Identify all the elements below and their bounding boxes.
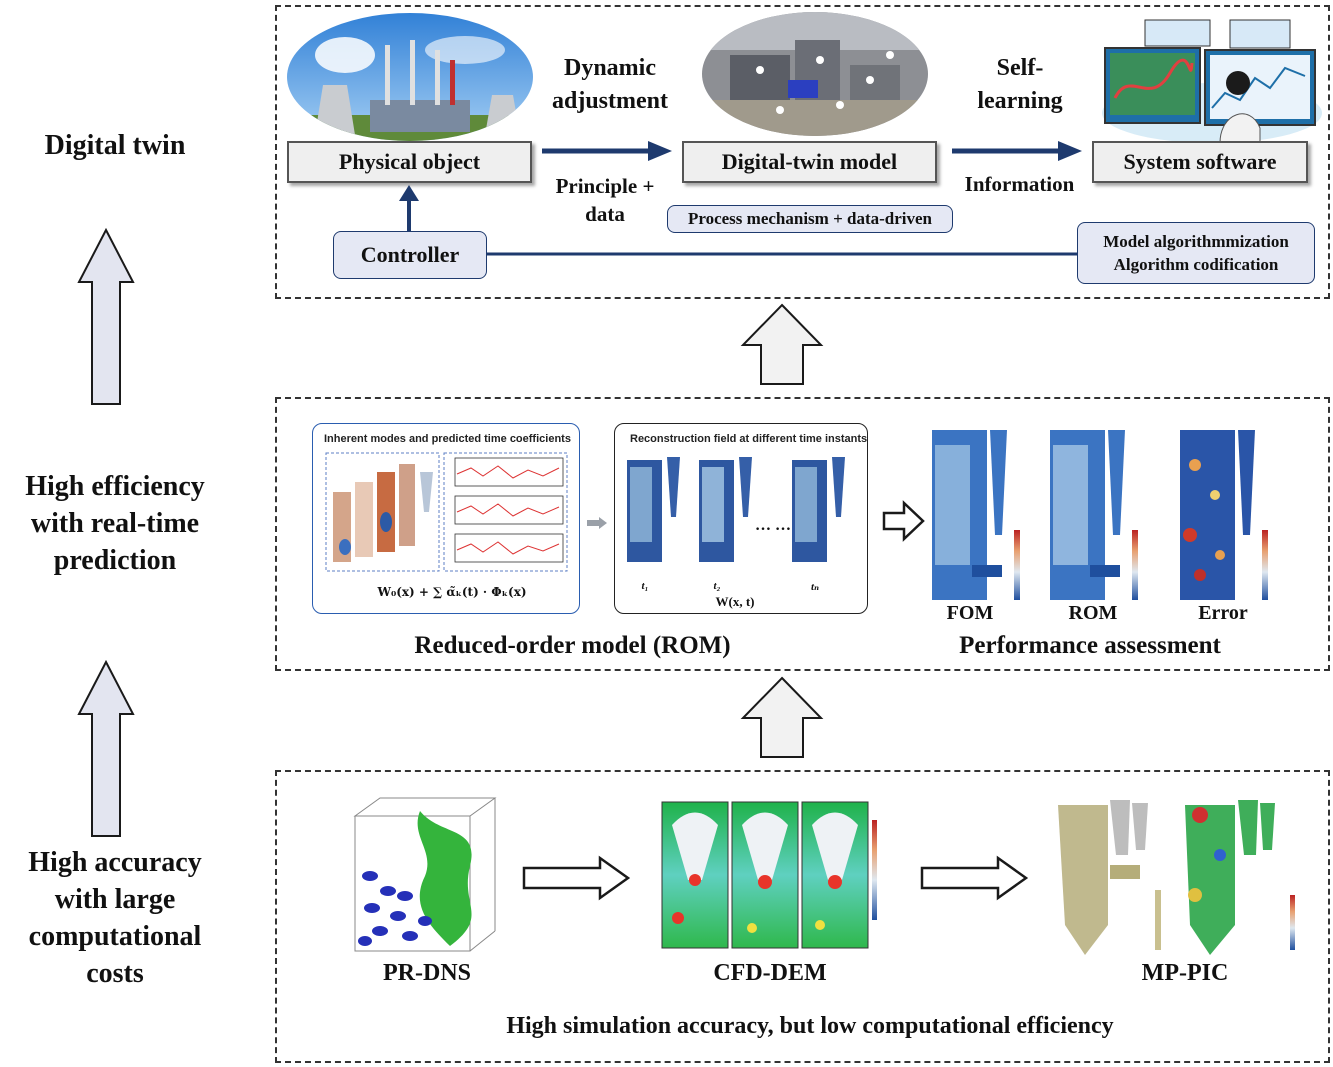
dynamic-adjustment-label: Dynamic adjustment [540, 52, 680, 118]
self-learning-line-1: Self- [996, 55, 1044, 81]
cfddem-label: CFD-DEM [713, 960, 827, 986]
arrow-cfddem-to-mppic [920, 855, 1029, 901]
mppic-label: MP-PIC [1141, 960, 1229, 986]
error-field-image [1180, 430, 1268, 600]
principle-data-line-1: Principle + [555, 174, 655, 198]
high-accuracy-line-1: High accuracy [28, 847, 202, 878]
digital-twin-model-box: Digital-twin model [682, 141, 937, 183]
performance-caption: Performance assessment [959, 632, 1221, 659]
error-label: Error [1198, 602, 1248, 624]
simulation-panel [275, 770, 1330, 1063]
principle-data-line-2: data [585, 202, 625, 226]
fom-label: FOM [946, 602, 994, 624]
ellipsis: … … [755, 517, 791, 534]
physical-object-box: Physical object [287, 141, 532, 183]
cfddem-image [661, 801, 877, 949]
information-text: Information [964, 172, 1075, 196]
digital-twin-panel [275, 5, 1330, 299]
controller-text: Controller [360, 242, 460, 267]
arrow-rom-to-assessment [882, 500, 925, 542]
reconstruction-title: Reconstruction field at different time i… [630, 433, 868, 445]
system-software-image [1102, 19, 1322, 143]
up-arrow-top-left [77, 228, 135, 405]
time-coefficients-plot [443, 452, 568, 572]
prdns-image [353, 797, 497, 952]
up-arrow-bottom-to-middle [740, 676, 824, 758]
controller-box: Controller [333, 231, 487, 279]
up-arrow-middle-to-top [740, 303, 824, 385]
principle-data-label: Principle + data [540, 172, 670, 228]
prdns-label: PR-DNS [383, 960, 471, 986]
time-label-tn: tₙ [810, 581, 820, 593]
information-label: Information [952, 172, 1087, 197]
digital-twin-label: Digital twin [0, 127, 230, 164]
high-efficiency-line-3: prediction [53, 545, 177, 576]
physical-object-text: Physical object [338, 149, 481, 174]
rom-caption: Reduced-order model (ROM) [414, 632, 731, 659]
arrow-physical-to-twin [542, 141, 672, 161]
dynamic-adjustment-line-2: adjustment [551, 88, 668, 114]
process-mechanism-box: Process mechanism + data-driven [667, 205, 953, 233]
model-algorithm-line-1: Model algorithmmization [1103, 232, 1289, 251]
arrow-twin-to-software [952, 141, 1082, 161]
reconstruction-fields-image [627, 457, 845, 562]
simulation-caption: High simulation accuracy, but low comput… [506, 1013, 1114, 1039]
arrow-controller-to-physical [399, 185, 419, 231]
model-algorithm-box: Model algorithmmization Algorithm codifi… [1077, 222, 1315, 284]
rom-field-image [1050, 430, 1138, 600]
up-arrow-bottom-left [77, 660, 135, 837]
time-label-t1: t₁ [641, 580, 649, 592]
self-learning-label: Self- learning [965, 52, 1075, 118]
self-learning-line-2: learning [977, 88, 1063, 114]
dynamic-adjustment-line-1: Dynamic [564, 55, 656, 81]
modes-contour-image [325, 452, 440, 572]
digital-twin-3d-image [702, 12, 928, 136]
high-efficiency-line-1: High efficiency [25, 471, 205, 502]
model-algorithm-line-2: Algorithm codification [1113, 255, 1279, 274]
system-software-text: System software [1123, 149, 1277, 174]
fom-field-image [932, 430, 1020, 600]
rom-panel [275, 397, 1330, 671]
high-efficiency-label: High efficiency with real-time predictio… [0, 468, 230, 579]
high-accuracy-line-3: computational [28, 921, 202, 952]
process-mechanism-text: Process mechanism + data-driven [687, 209, 933, 228]
high-efficiency-line-2: with real-time [30, 508, 200, 539]
system-software-box: System software [1092, 141, 1308, 183]
high-accuracy-line-2: with large [54, 884, 176, 915]
high-accuracy-line-4: costs [86, 958, 144, 989]
rom-label: ROM [1068, 602, 1118, 624]
inherent-modes-title: Inherent modes and predicted time coeffi… [324, 433, 571, 445]
digital-twin-text: Digital twin [44, 130, 186, 161]
wxt-label: W(x, t) [715, 594, 755, 609]
time-label-t2: t₂ [713, 580, 721, 592]
power-plant-image [287, 13, 533, 141]
feedback-line [487, 252, 1079, 256]
digital-twin-model-text: Digital-twin model [721, 149, 898, 174]
high-accuracy-label: High accuracy with large computational c… [0, 844, 230, 992]
arrow-prdns-to-cfddem [522, 855, 631, 901]
small-arrow-modes-to-recon [587, 517, 607, 529]
rom-formula: W₀(x) + ∑ α̃ₖ(t) · Φₖ(x) [377, 585, 527, 599]
mppic-image [1058, 800, 1295, 955]
